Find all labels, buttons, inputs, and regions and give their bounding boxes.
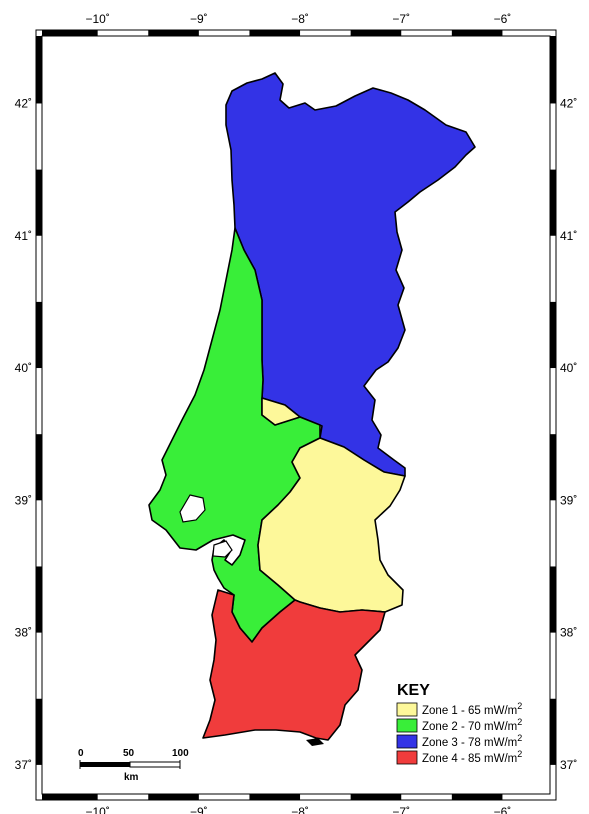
frame-segment — [350, 30, 402, 36]
frame-segment — [42, 30, 98, 36]
key-label-zone-2: Zone 2 - 70 mW/m2 — [422, 717, 522, 733]
key-swatch-zone-4 — [396, 750, 418, 765]
key-swatch-zone-2 — [396, 718, 418, 733]
tagus-estuary — [179, 494, 206, 523]
key-label-zone-1: Zone 1 - 65 mW/m2 — [422, 701, 522, 717]
frame-segment — [451, 794, 503, 800]
frame-segment — [550, 698, 556, 765]
latitude-label-left: 41˚ — [15, 229, 32, 243]
latitude-label-left: 39˚ — [15, 493, 32, 507]
longitude-label-bottom: −6˚ — [494, 805, 512, 814]
frame-segment — [148, 30, 199, 36]
frame-segment — [550, 301, 556, 369]
longitude-label-top: −10˚ — [85, 12, 109, 26]
scale-segment-black — [80, 762, 130, 767]
longitude-label-top: −6˚ — [494, 12, 512, 26]
scale-label-50: 50 — [123, 748, 135, 759]
frame-segment — [249, 794, 301, 800]
scale-label-0: 0 — [78, 748, 84, 759]
key-label-zone-4: Zone 4 - 85 mW/m2 — [422, 749, 522, 765]
latitude-label-right: 40˚ — [560, 361, 577, 375]
frame-segment — [36, 566, 42, 633]
latitude-label-left: 40˚ — [15, 361, 32, 375]
latitude-ticks-left: 42˚ 41˚ 40˚ 39˚ 38˚ 37˚ — [15, 96, 32, 771]
longitude-label-bottom: −9˚ — [190, 805, 208, 814]
latitude-label-right: 38˚ — [560, 626, 577, 640]
scale-label-100: 100 — [172, 748, 189, 759]
zone-regions — [148, 72, 476, 746]
frame-segment — [550, 36, 556, 104]
frame-segment — [36, 434, 42, 501]
sado-estuary — [212, 540, 233, 558]
key-label-zone-3: Zone 3 - 78 mW/m2 — [422, 733, 522, 749]
frame-segment — [36, 301, 42, 369]
key-swatch-zone-3 — [396, 734, 418, 749]
frame-segment — [36, 169, 42, 236]
frame-segment — [550, 434, 556, 501]
latitude-label-left: 42˚ — [15, 96, 32, 110]
key-swatch-zone-1 — [396, 702, 418, 717]
longitude-ticks-top: −10˚ −9˚ −8˚ −7˚ −6˚ — [85, 12, 511, 26]
zone-4-region — [202, 589, 386, 741]
longitude-label-bottom: −8˚ — [291, 805, 309, 814]
latitude-label-left: 38˚ — [15, 626, 32, 640]
latitude-label-right: 42˚ — [560, 96, 577, 110]
frame-segment — [249, 30, 301, 36]
frame-segment — [42, 794, 98, 800]
latitude-label-right: 39˚ — [560, 493, 577, 507]
frame-segment — [550, 566, 556, 633]
scale-segment-white — [129, 761, 181, 768]
latitude-label-right: 41˚ — [560, 229, 577, 243]
longitude-label-bottom: −7˚ — [392, 805, 410, 814]
longitude-label-top: −8˚ — [291, 12, 309, 26]
frame-segment — [451, 30, 503, 36]
latitude-ticks-right: 42˚ 41˚ 40˚ 39˚ 38˚ 37˚ — [560, 96, 577, 771]
latitude-label-left: 37˚ — [15, 758, 32, 772]
cape-tip — [306, 738, 324, 746]
scale-bar: 0 50 100 km — [78, 748, 189, 783]
scale-unit: km — [124, 772, 139, 783]
zone-2-region — [148, 227, 321, 643]
frame-segment — [148, 794, 199, 800]
frame-segment — [350, 794, 402, 800]
longitude-ticks-bottom: −10˚ −9˚ −8˚ −7˚ −6˚ — [85, 805, 511, 814]
longitude-label-top: −7˚ — [392, 12, 410, 26]
latitude-label-right: 37˚ — [560, 758, 577, 772]
longitude-label-top: −9˚ — [190, 12, 208, 26]
frame-segment — [550, 169, 556, 236]
frame-segment — [36, 36, 42, 104]
frame-segment — [36, 698, 42, 765]
key-title: KEY — [397, 682, 430, 699]
longitude-label-bottom: −10˚ — [85, 805, 109, 814]
